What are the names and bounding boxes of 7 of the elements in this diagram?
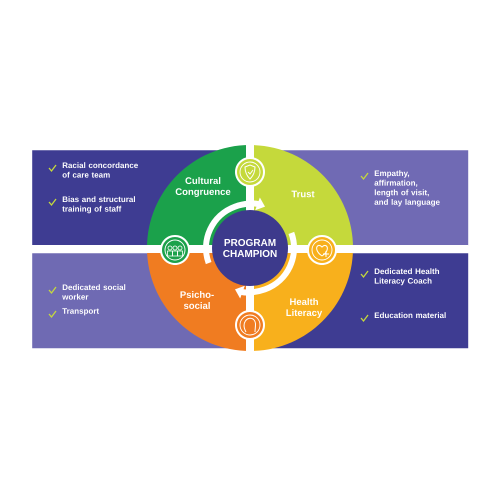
list-item: Bias and structural training of staff bbox=[62, 196, 135, 214]
list-item: Dedicated Health Literacy Coach bbox=[374, 268, 440, 286]
list-item: Transport bbox=[62, 308, 99, 316]
list-item: Dedicated social worker bbox=[62, 284, 126, 300]
list-item: Racial concordance of care team bbox=[62, 162, 138, 178]
list-item: Education material bbox=[374, 312, 446, 318]
list-item: Empathy, affirmation, length of visit, and lay language bbox=[374, 170, 440, 206]
